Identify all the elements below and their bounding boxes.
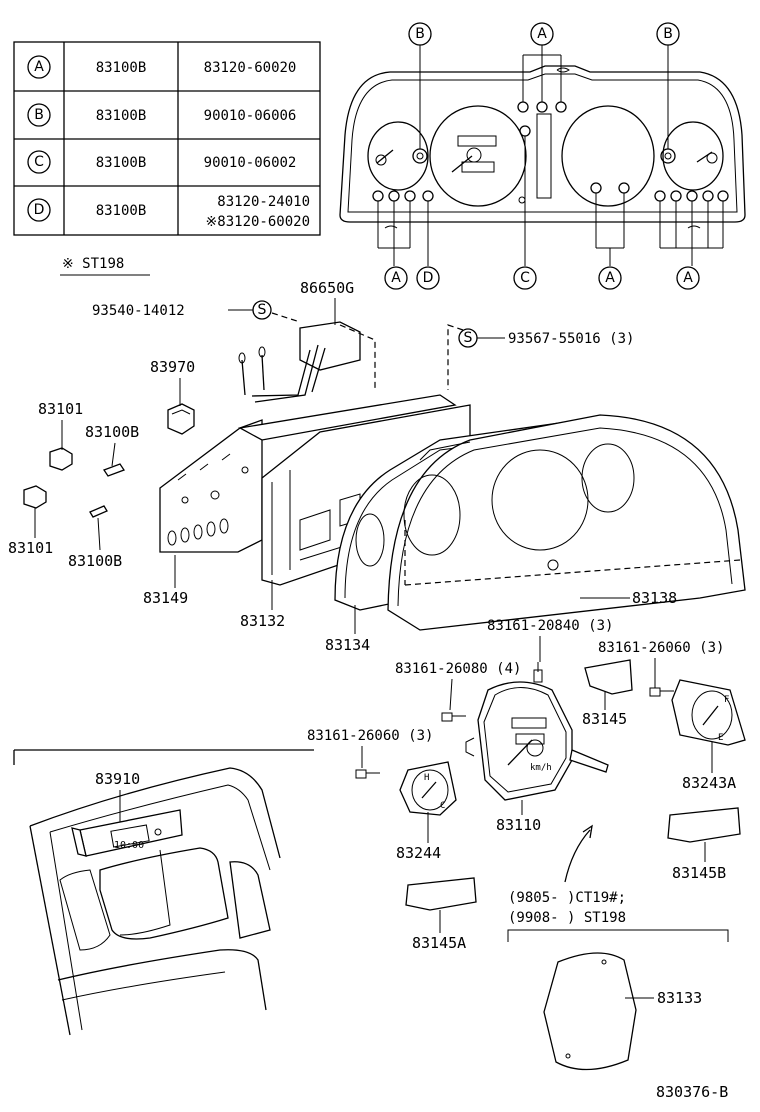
callout-top-b-left: B xyxy=(415,26,425,42)
callout-bot-a-left: A xyxy=(391,270,401,286)
legend-letter-a: A xyxy=(34,59,44,75)
legend-number-b: 90010-06006 xyxy=(204,108,297,124)
exploded-cluster-drawing xyxy=(23,321,746,631)
legend-number-d1: 83120-24010 xyxy=(217,194,310,210)
legend-letter-d: D xyxy=(34,202,45,218)
label-83134: 83134 xyxy=(325,636,370,654)
label-83161-26060-left: 83161-26060 (3) xyxy=(307,728,433,744)
cover-83133-drawing xyxy=(543,952,637,1071)
label-83161-20840: 83161-20840 (3) xyxy=(487,618,613,634)
label-93540-14012: 93540-14012 xyxy=(92,303,185,319)
legend-number-c: 90010-06002 xyxy=(204,155,297,171)
label-83145a: 83145A xyxy=(412,934,466,952)
label-83132: 83132 xyxy=(240,612,285,630)
callout-bot-a-right: A xyxy=(683,270,693,286)
screw-mark-93540: S xyxy=(258,302,267,318)
temp-h: H xyxy=(424,773,429,783)
label-83101-top: 83101 xyxy=(38,400,83,418)
label-83100b-bottom: 83100B xyxy=(68,552,122,570)
label-93567-55016: 93567-55016 (3) xyxy=(508,331,634,347)
legend-number-a: 83120-60020 xyxy=(204,60,297,76)
label-83145b: 83145B xyxy=(672,864,726,882)
legend-note: ※ ST198 xyxy=(62,256,124,272)
screw-mark-93567: S xyxy=(464,330,473,346)
label-83110: 83110 xyxy=(496,816,541,834)
legend-letter-c: C xyxy=(34,154,44,170)
label-83149: 83149 xyxy=(143,589,188,607)
label-83161-26060-right: 83161-26060 (3) xyxy=(598,640,724,656)
diagram-id: 830376-B xyxy=(656,1083,728,1101)
label-86650g: 86650G xyxy=(300,279,354,297)
label-83145: 83145 xyxy=(582,710,627,728)
gauges-drawing: km/h F E H C xyxy=(355,659,746,911)
label-83243a: 83243A xyxy=(682,774,736,792)
fuel-f: F xyxy=(724,695,729,705)
speedo-unit: km/h xyxy=(530,763,552,773)
legend-part-a: 83100B xyxy=(96,60,147,76)
note-line-1: (9805- )CT19#; xyxy=(508,890,626,906)
legend-table: A 83100B 83120-60020 B 83100B 90010-0600… xyxy=(13,41,321,236)
legend-part-c: 83100B xyxy=(96,155,147,171)
callout-top-b-right: B xyxy=(663,26,673,42)
label-83910: 83910 xyxy=(95,770,140,788)
note-line-2: (9908- ) ST198 xyxy=(508,910,626,926)
callout-bot-a-mid: A xyxy=(605,270,615,286)
label-83101-bottom: 83101 xyxy=(8,539,53,557)
legend-number-d2: ※83120-60020 xyxy=(206,214,310,230)
label-83133: 83133 xyxy=(657,989,702,1007)
temp-c: C xyxy=(440,801,445,811)
label-83244: 83244 xyxy=(396,844,441,862)
label-83138: 83138 xyxy=(632,589,677,607)
legend-part-d: 83100B xyxy=(96,203,147,219)
label-83970: 83970 xyxy=(150,358,195,376)
dash-inset-drawing: 10:00 xyxy=(13,749,314,1036)
clock-display: 10:00 xyxy=(114,840,144,851)
legend-letter-b: B xyxy=(34,107,44,123)
callout-bot-c: C xyxy=(520,270,530,286)
legend-part-b: 83100B xyxy=(96,108,147,124)
label-83161-26080: 83161-26080 (4) xyxy=(395,661,521,677)
fuel-e: E xyxy=(718,733,723,743)
callout-top-a: A xyxy=(537,26,547,42)
cluster-face-drawing xyxy=(339,65,746,229)
callout-bot-d: D xyxy=(423,270,434,286)
label-83100b-top: 83100B xyxy=(85,423,139,441)
